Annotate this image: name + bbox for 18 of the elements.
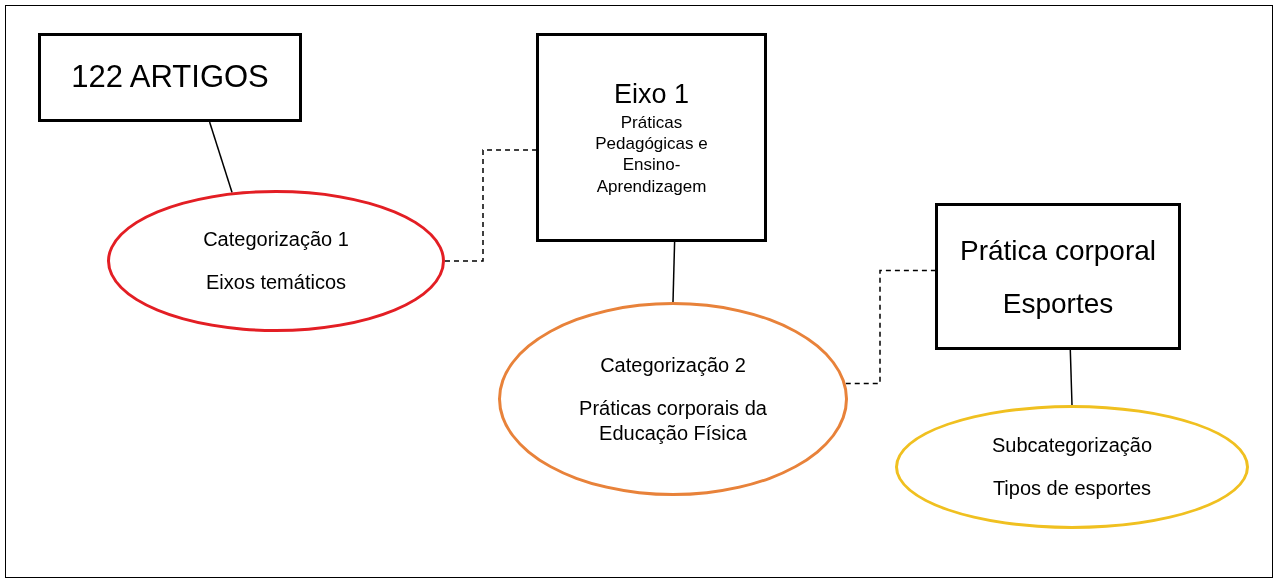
connector-line	[1069, 349, 1073, 406]
process-box	[536, 33, 767, 242]
node-title: Eixo 1	[613, 78, 689, 112]
node-title: Categorização 1	[203, 227, 349, 252]
node-subtitle: Práticas Pedagógicas e Ensino-Aprendizagem	[594, 111, 709, 197]
node-title: Categorização 2	[600, 352, 746, 378]
node-subtitle: Tipos de esportes	[991, 476, 1153, 501]
node-title: 122 ARTIGOS	[71, 58, 269, 97]
node-subtitle: Eixos temáticos	[204, 270, 348, 295]
dashed-connector	[444, 149, 537, 262]
node-title: Prática corporal	[959, 233, 1157, 268]
node-subtitle: Práticas corporais da Educação Física	[578, 395, 768, 446]
process-box	[38, 33, 302, 122]
connector-line	[672, 241, 676, 303]
node-subtitle: Esportes	[1001, 286, 1115, 321]
dashed-connector	[845, 269, 936, 385]
process-box	[935, 203, 1181, 350]
node-title: Subcategorização	[991, 433, 1153, 458]
